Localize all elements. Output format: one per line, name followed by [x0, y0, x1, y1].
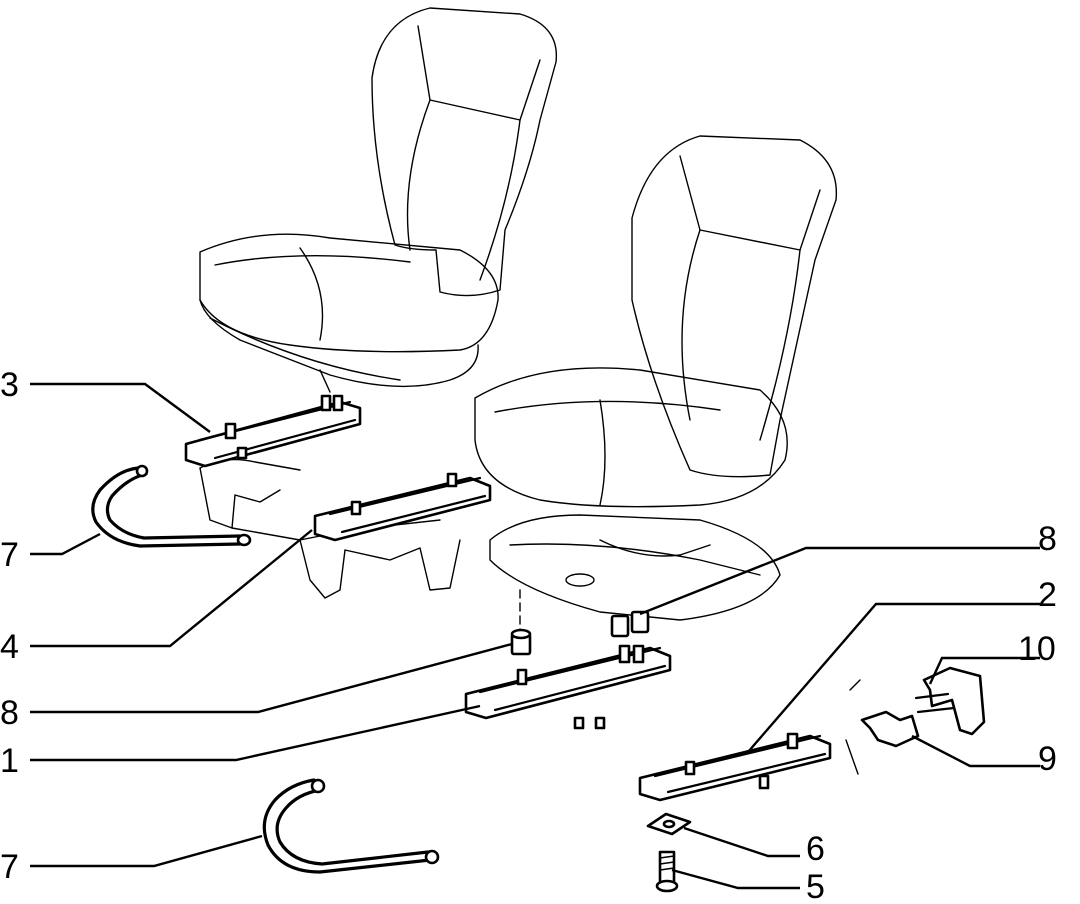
seat-rail-2 [638, 732, 832, 802]
seat-rail-4 [313, 472, 492, 542]
left-seat-backrest [371, 7, 558, 297]
callout-1: 1 [0, 742, 19, 780]
callout-6: 6 [806, 830, 825, 868]
left-seat-cushion [199, 233, 499, 353]
square-washer-6 [646, 812, 692, 836]
callout-10: 10 [1018, 630, 1056, 668]
callout-labels: 3 7 4 8 1 7 8 2 10 9 6 5 [0, 366, 1057, 904]
leader-4 [30, 529, 313, 648]
leader-1 [30, 704, 481, 762]
right-seat-backrest [631, 135, 838, 478]
leader-7-upper [30, 532, 101, 556]
right-seat [474, 135, 838, 621]
leader-10 [928, 656, 1040, 685]
leader-lines [30, 382, 1040, 890]
callout-4: 4 [0, 628, 19, 666]
spacer-8-lower [510, 589, 532, 656]
release-handle-7-lower [262, 778, 440, 874]
leader-3 [30, 382, 211, 433]
bolt-5 [655, 850, 679, 893]
left-seat [199, 7, 558, 393]
cover-cap-10 [914, 666, 986, 736]
seat-rail-1 [464, 644, 672, 730]
leader-5 [671, 868, 800, 890]
callout-9: 9 [1038, 740, 1057, 778]
leader-8-upper [639, 546, 1040, 616]
right-seat-floor-pan [489, 514, 781, 621]
callout-7-upper: 7 [0, 536, 19, 574]
leader-7-lower [30, 834, 263, 868]
right-seat-cushion [474, 367, 788, 508]
bracket-clip-9 [845, 679, 920, 775]
left-seat-base [199, 299, 479, 388]
leader-2 [747, 602, 1040, 753]
callout-7-lower: 7 [0, 848, 19, 886]
callout-5: 5 [806, 868, 825, 904]
leader-9 [911, 734, 1040, 768]
leader-8-lower [30, 642, 513, 714]
release-handle-7-upper [91, 464, 252, 548]
spacer-8-upper [610, 610, 650, 638]
callout-3: 3 [0, 366, 19, 404]
leader-6 [683, 826, 800, 858]
callout-2: 2 [1038, 576, 1057, 614]
callout-8-lower: 8 [0, 694, 19, 732]
callout-8-upper: 8 [1038, 520, 1057, 558]
seat-rail-3 [184, 394, 362, 468]
